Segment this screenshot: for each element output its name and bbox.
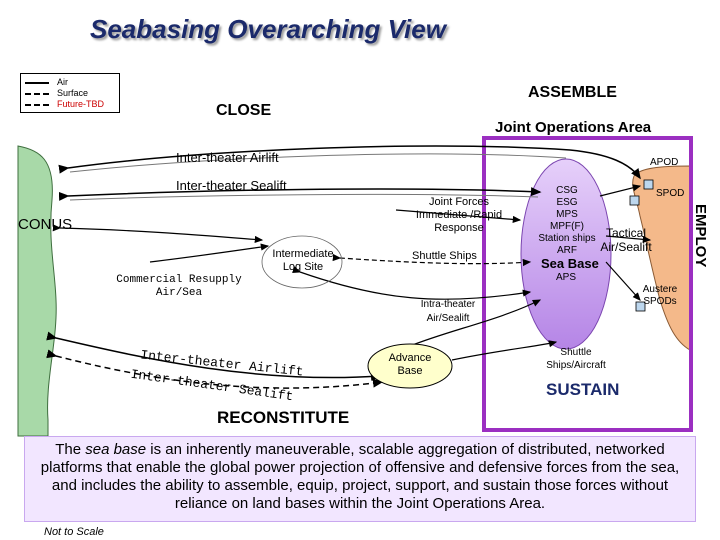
tactical-arrow-2 [599, 184, 642, 197]
sealift-arc-bottom [46, 349, 384, 389]
ship-esg: ESG [556, 197, 578, 208]
sealift-arc-top [58, 187, 542, 201]
legend: Air Surface Future-TBD [20, 73, 120, 113]
tactical-arrow-1 [605, 235, 652, 243]
intra-theater-arrow-1 [292, 266, 532, 300]
sealift-arc-top-inner [69, 193, 539, 201]
sea-base-definition-caption: The sea base is an inherently maneuverab… [24, 436, 696, 522]
sea-base-ship-list: CSG ESG MPS MPF(F) Station ships ARF [532, 185, 602, 257]
legend-line-surface [25, 93, 49, 95]
conus-to-log-site-arrow [52, 224, 264, 244]
airlift-top-label: Inter-theater Airlift [176, 150, 279, 165]
shuttle-ships-arrow [332, 253, 532, 267]
advance-base-label: Advance Base [388, 352, 432, 377]
intermediate-log-site-ellipse [261, 235, 343, 289]
conus-landmass [17, 145, 57, 437]
phase-reconstitute: RECONSTITUTE [217, 408, 350, 427]
ship-csg: CSG [556, 185, 578, 196]
tactical-arrow-3 [605, 261, 641, 301]
joint-forces-label: Joint Forces Immediate /Rapid Response [415, 196, 503, 234]
legend-line-future [25, 104, 49, 106]
conus-label: CONUS [18, 216, 73, 233]
phase-assemble: ASSEMBLE [528, 84, 617, 101]
caption-italic: sea base [85, 441, 147, 458]
legend-line-air [25, 82, 49, 84]
intra-theater-arrow-2 [409, 299, 542, 347]
legend-label-air: Air [57, 77, 68, 87]
caption-pre: The [55, 441, 86, 458]
aps-label: APS [556, 272, 577, 283]
shuttle-aircraft-arrow [451, 340, 558, 361]
ship-mpf: MPF(F) [550, 221, 584, 232]
spod-label: SPOD [656, 188, 685, 199]
legend-item-surface: Surface [25, 88, 119, 99]
austere-spods-label: Austere SPODs [642, 284, 678, 307]
commercial-resupply-label: Commercial Resupply Air/Sea [116, 274, 242, 299]
sea-base-label: Sea Base [541, 256, 599, 271]
ship-mps: MPS [556, 209, 578, 220]
joint-forces-arrow [395, 209, 522, 224]
apod-marker [643, 179, 654, 190]
legend-label-future: Future-TBD [57, 99, 105, 109]
commercial-to-log-site-arrow [149, 243, 270, 263]
phase-close: CLOSE [216, 102, 272, 119]
spod-marker [629, 195, 640, 206]
legend-item-air: Air [25, 77, 119, 88]
ship-arf: ARF [557, 245, 577, 256]
tactical-label: Tactical Air/Sealift [600, 226, 652, 254]
page-title: Seabasing Overarching View [90, 14, 446, 44]
airlift-arc-top-inner [69, 153, 567, 173]
caption-post: is an inherently maneuverable, scalable … [40, 441, 680, 512]
legend-item-future: Future-TBD [25, 99, 119, 110]
apod-label: APOD [650, 157, 679, 168]
legend-label-surface: Surface [57, 88, 89, 98]
sealift-top-label: Inter-theater Sealift [176, 178, 287, 193]
austere-spod-marker [635, 301, 646, 312]
phase-employ: EMPLOY [692, 204, 709, 268]
shuttle-ships-label: Shuttle Ships [412, 250, 477, 262]
intermediate-log-site-label: Intermediate Log Site [272, 248, 334, 273]
not-to-scale-note: Not to Scale [44, 526, 104, 538]
ship-station: Station ships [538, 233, 596, 244]
shuttle-aircraft-label: Shuttle Ships/Aircraft [546, 347, 606, 371]
intra-theater-label: Intra-theater Air/Sealift [420, 299, 476, 324]
airlift-arc-top [58, 145, 641, 180]
phase-sustain: SUSTAIN [546, 380, 620, 399]
advance-base-ellipse [367, 343, 453, 389]
joint-operations-area-label: Joint Operations Area [495, 119, 652, 136]
